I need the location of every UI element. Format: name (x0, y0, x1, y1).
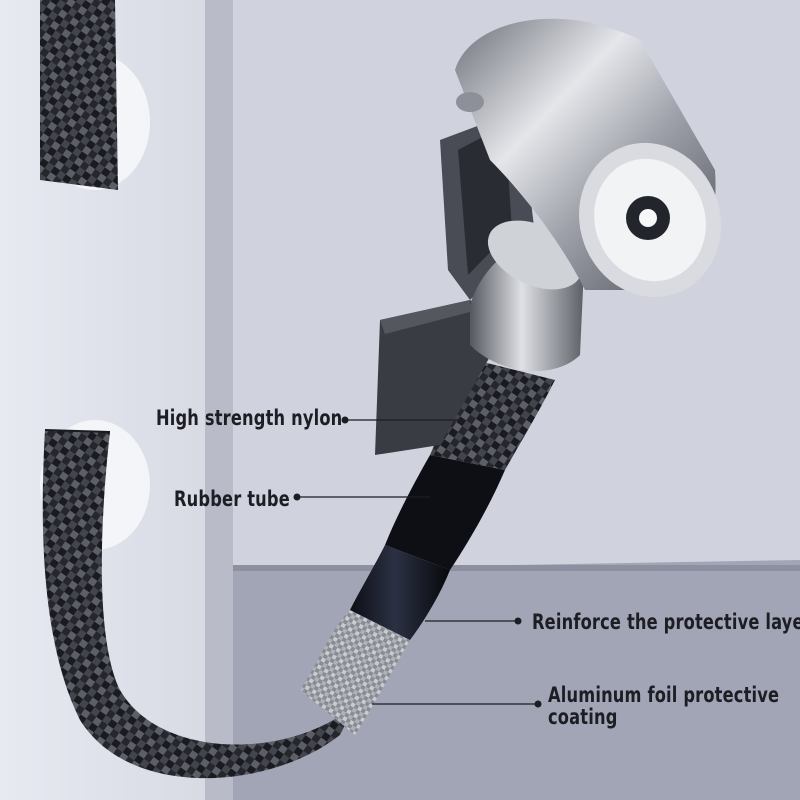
label-aluminum-foil-line2: coating (548, 705, 618, 729)
label-rubber-tube: Rubber tube (174, 487, 290, 511)
label-aluminum-foil-line1: Aluminum foil protective (548, 683, 780, 707)
label-aluminum-foil-coating: Aluminum foil protective coating (548, 684, 779, 728)
label-high-strength-nylon: High strength nylon (156, 406, 343, 430)
label-reinforce-protective-layer: Reinforce the protective layer (532, 610, 800, 634)
